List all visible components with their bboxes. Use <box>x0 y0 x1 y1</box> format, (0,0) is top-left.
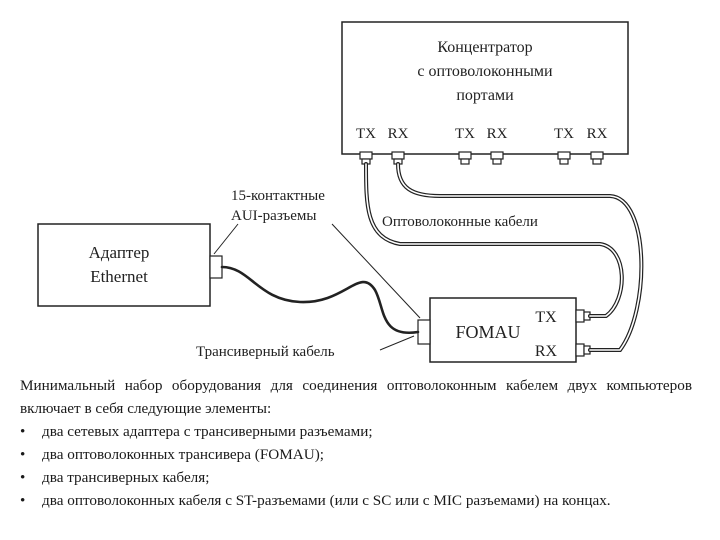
bullet-marker: • <box>20 446 26 463</box>
bullet-marker: • <box>20 423 26 440</box>
network-diagram: Концентратор с оптоволоконными портами T… <box>37 21 644 363</box>
hub-port-3 <box>458 151 472 165</box>
bullet-marker: • <box>20 469 26 486</box>
hub-port-1 <box>359 151 373 165</box>
equipment-list: • два сетевых адаптера с трансиверными ра… <box>20 420 692 512</box>
adapter-label-line-1: Адаптер <box>89 243 150 262</box>
transceiver-cable-leader <box>379 335 415 351</box>
caption-text: Минимальный набор оборудования для соеди… <box>20 374 692 512</box>
list-item-text: два трансиверных кабеля; <box>42 469 210 486</box>
hub-port-4 <box>490 151 504 165</box>
hub-box <box>341 21 629 155</box>
hub-title-line-3: портами <box>456 87 514 104</box>
fomau-label: FOMAU <box>455 322 520 342</box>
list-item: • два оптоволоконных трансивера (FOMAU); <box>20 443 692 466</box>
list-item: • два оптоволоконных кабеля с ST-разъемам… <box>20 489 692 512</box>
hub-title-line-1: Концентратор <box>437 39 532 56</box>
fomau-tx-port <box>575 309 591 323</box>
hub-port-label-2: RX <box>388 126 409 142</box>
aui-leader-fomau <box>331 223 421 319</box>
bullet-marker: • <box>20 492 26 509</box>
fomau-box <box>429 297 577 363</box>
list-item: • два сетевых адаптера с трансиверными ра… <box>20 420 692 443</box>
list-item-text: два сетевых адаптера с трансиверными раз… <box>42 423 373 440</box>
aui-label-line-1: 15-контактные <box>231 188 325 204</box>
fomau-tx-label: TX <box>535 309 557 326</box>
adapter-label-line-2: Ethernet <box>90 267 148 286</box>
list-item-text: два оптоволоконных трансивера (FOMAU); <box>42 446 324 463</box>
fiber-cable-rx <box>396 162 644 352</box>
hub-port-5 <box>557 151 571 165</box>
hub-port-6 <box>590 151 604 165</box>
fomau-rx-port <box>575 343 591 357</box>
hub-title-line-2: с оптоволоконными <box>417 63 553 80</box>
aui-label-line-2: AUI-разъемы <box>231 208 316 224</box>
transceiver-cable-label: Трансиверный кабель <box>196 344 335 360</box>
list-item: • два трансиверных кабеля; <box>20 466 692 489</box>
aui-leader-adapter <box>213 223 239 255</box>
adapter-box <box>37 223 211 307</box>
hub-port-label-4: RX <box>487 126 508 142</box>
fiber-cables-label: Оптоволоконные кабели <box>382 214 538 230</box>
fomau-aui-connector <box>417 319 431 345</box>
hub-port-label-5: TX <box>554 126 574 142</box>
transceiver-cable <box>220 265 420 335</box>
hub-port-label-3: TX <box>455 126 475 142</box>
fomau-rx-label: RX <box>535 343 558 360</box>
fiber-cable-tx <box>364 162 624 318</box>
list-item-text: два оптоволоконных кабеля с ST-разъемами… <box>42 492 611 509</box>
adapter-aui-connector <box>209 255 223 279</box>
hub-port-label-1: TX <box>356 126 376 142</box>
hub-port-label-6: RX <box>587 126 608 142</box>
caption-intro: Минимальный набор оборудования для соеди… <box>20 377 692 417</box>
